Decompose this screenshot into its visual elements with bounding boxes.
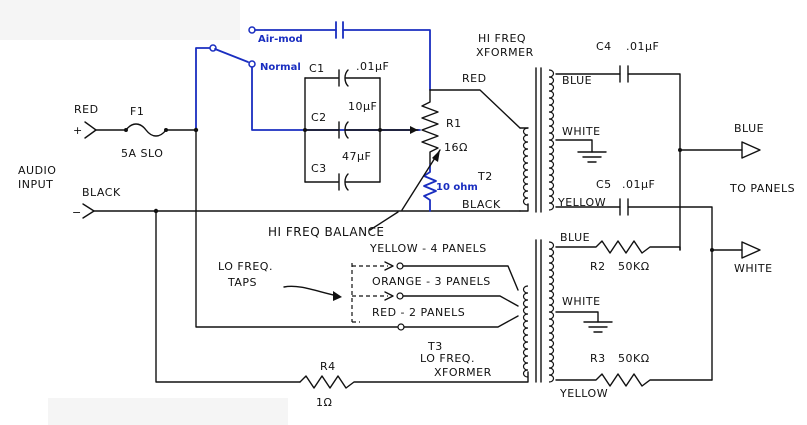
switch-feed-wire [195,47,211,131]
t2-red-wire [429,89,521,129]
to-panels-label: TO PANELS [729,182,795,195]
lo-freq-taps: LO FREQ. TAPS YELLOW - 4 PANELS ORANGE -… [218,242,519,331]
audio-input: RED + F1 5A SLO AUDIO INPUT BLACK − [18,103,521,219]
r4-value: 1Ω [316,396,332,409]
t2-blue: BLUE [562,74,592,87]
plus-sign: + [73,124,83,137]
black-input-label: BLACK [82,186,121,199]
t2-label: T2 [477,170,493,183]
t2-black: BLACK [462,198,501,211]
tap-red-contact [397,323,405,331]
t2-primary-coil [522,127,529,206]
c5-value: .01μF [622,178,655,191]
audio-label-1: AUDIO [18,164,56,177]
t3-primary-coil [522,285,529,378]
background-patch [0,0,240,40]
lo-freq-feed-wire [195,129,399,328]
minus-sign: − [72,206,82,219]
t2-title-1: HI FREQ [478,32,526,45]
air-mod-capacitor [335,21,344,39]
r2-resistor [555,240,681,254]
outputs: BLUE TO PANELS WHITE [679,122,795,275]
c1-label: C1 [309,62,325,75]
audio-label-2: INPUT [18,178,53,191]
t2-ground [577,151,607,163]
switch-lever [214,48,249,63]
capacitor-bank: C1 .01μF C2 10μF C3 47μF [303,60,389,191]
t2-yellow: YELLOW [557,196,606,209]
fuse-label: F1 [130,105,144,118]
t3-core [535,239,542,383]
c4-label: C4 [596,40,612,53]
blue-out-label: BLUE [734,122,764,135]
t2-secondary-coil [548,69,555,211]
normal-label: Normal [260,62,301,73]
red-input-label: RED [74,103,99,116]
t3-blue: BLUE [560,231,590,244]
hf-balance-label: HI FREQ BALANCE [268,225,385,239]
c4-capacitor [619,65,629,83]
tap-orange-label: ORANGE - 3 PANELS [372,275,491,288]
c4-value: .01μF [626,40,659,53]
ten-ohm-label: 10 ohm [436,182,478,193]
c2-value: 10μF [348,100,377,113]
c3-value: 47μF [342,150,371,163]
c2-label: C2 [311,111,327,124]
r2-label: R2 [590,260,606,273]
t2-core [535,67,542,213]
t3-white: WHITE [562,295,601,308]
t2-title-2: XFORMER [476,46,534,59]
r4-label: R4 [320,360,336,373]
c5-capacitor [619,198,629,216]
t3-secondary-coil [548,241,555,383]
output-caps: C4 .01μF C5 .01μF [596,40,714,381]
r1-label: R1 [446,117,462,130]
t3-transformer: T3 LO FREQ. XFORMER R4 1Ω BLUE WHITE YEL… [155,210,713,409]
c1-value: .01μF [356,60,389,73]
switch-pivot [209,44,217,52]
tap-yellow-label: YELLOW - 4 PANELS [369,242,487,255]
normal-wire [251,66,421,131]
lo-freq-label-1: LO FREQ. [218,260,273,273]
r3-label: R3 [590,352,606,365]
t3-ground [583,321,613,333]
lo-freq-label-2: TAPS [227,276,257,289]
white-output-terminal [741,241,761,259]
t3-label: T3 [427,340,443,353]
white-out-label: WHITE [734,262,773,275]
black-input-terminal [82,203,95,219]
r3-value: 50KΩ [618,352,650,365]
tap-orange-contact [396,292,404,300]
r2-value: 50KΩ [618,260,650,273]
hi-freq-balance-pot: R1 16Ω 10 ohm HI FREQ BALANCE [268,89,521,239]
t3-title-2: XFORMER [434,366,492,379]
fuse-rating: 5A SLO [121,147,163,160]
r3-resistor [555,373,713,387]
tap-yellow-contact [396,262,404,270]
t2-red: RED [462,72,487,85]
t3-title-1: LO FREQ. [420,352,475,365]
ten-ohm-resistor [423,164,437,212]
tap-red-label: RED - 2 PANELS [372,306,465,319]
air-mod-label: Air-mod [258,34,303,45]
r4-resistor [299,371,529,389]
blue-output-terminal [741,141,761,159]
t3-yellow: YELLOW [559,387,608,400]
r1-resistor [421,89,439,166]
c3-label: C3 [311,162,327,175]
t2-white: WHITE [562,125,601,138]
r1-value: 16Ω [444,141,468,154]
air-mod-wire-2 [342,29,431,91]
balance-arrow [401,149,441,211]
fuse-symbol [125,123,167,137]
background-patch [48,398,288,425]
t2-transformer: HI FREQ XFORMER RED T2 BLACK BLUE WHITE … [462,32,621,213]
red-input-terminal [84,121,97,139]
c5-label: C5 [596,178,612,191]
